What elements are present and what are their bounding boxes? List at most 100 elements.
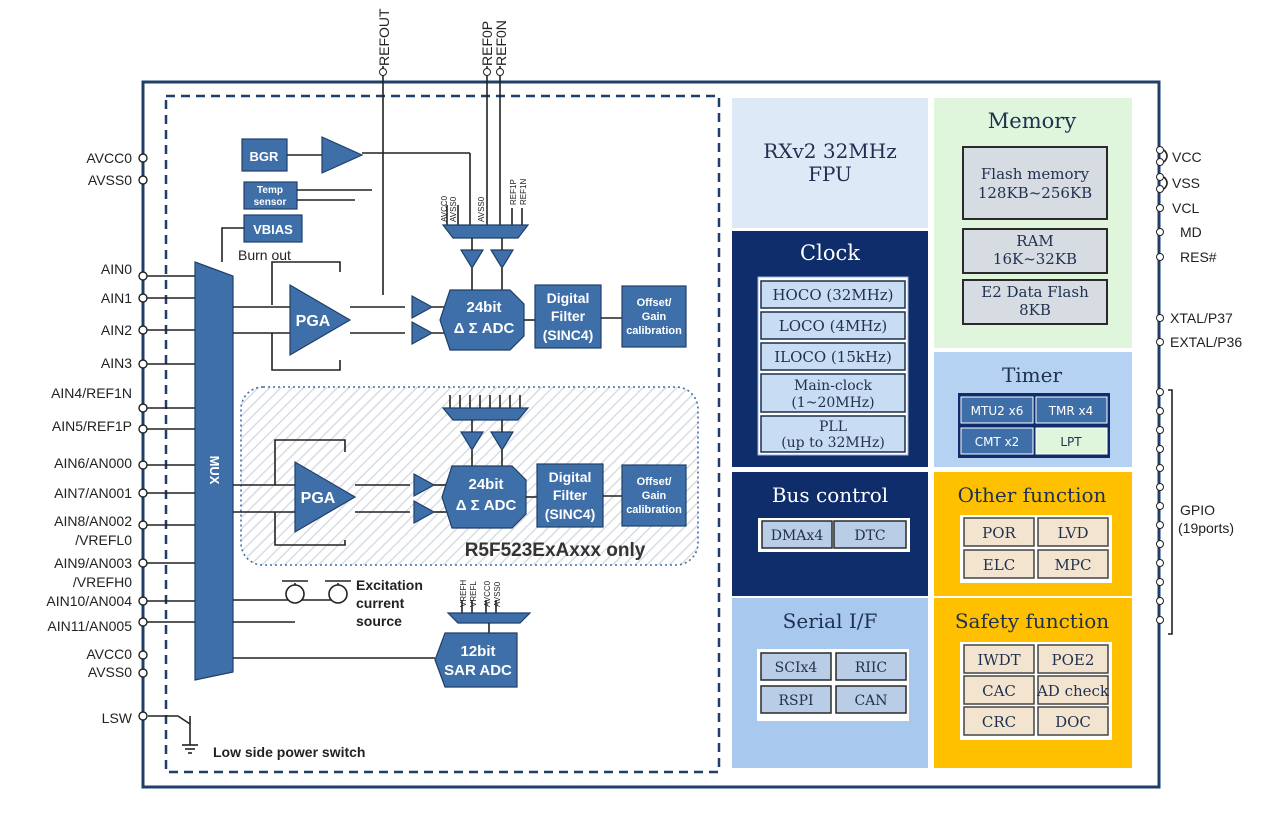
- other-lvd: [1037, 517, 1109, 547]
- safety-cac: [963, 675, 1035, 705]
- svg-text:RSPI: RSPI: [778, 693, 813, 709]
- timer-title: Timer: [1002, 363, 1063, 387]
- vbias-label: VBIAS: [253, 222, 293, 237]
- excitation-source: Excitation current source: [233, 577, 423, 629]
- excitation-l3: source: [356, 613, 402, 629]
- left-pin-label: AIN6/AN000: [54, 455, 132, 471]
- temp-label-1: Temp: [257, 185, 283, 196]
- offset-cal-2: [621, 464, 687, 527]
- clock-title: Clock: [800, 241, 860, 265]
- svg-text:DOC: DOC: [1055, 713, 1091, 731]
- off-1-l1: Offset/: [637, 297, 672, 309]
- sar-adc-group: VREFH VREFL AVCC0 AVSS0: [446, 580, 532, 633]
- left-pin-label: AIN3: [101, 355, 132, 371]
- pga-2-label: PGA: [301, 490, 336, 507]
- lsw-switch: Low side power switch: [148, 715, 365, 760]
- ref-buffer-a1: [459, 249, 485, 270]
- adc-24-2: [441, 465, 527, 529]
- svg-text:IWDT: IWDT: [977, 651, 1020, 669]
- svg-text:ILOCO (15kHz): ILOCO (15kHz): [774, 348, 892, 366]
- svg-text:REF1N: REF1N: [519, 179, 528, 205]
- left-pin-label: AIN1: [101, 290, 132, 306]
- svg-text:LPT: LPT: [1060, 435, 1082, 449]
- svg-text:TMR x4: TMR x4: [1048, 404, 1094, 418]
- svg-text:(1~20MHz): (1~20MHz): [791, 395, 874, 411]
- svg-text:POE2: POE2: [1052, 651, 1095, 669]
- serial-riic: [835, 652, 907, 681]
- clock-main: [760, 373, 906, 413]
- clock-loco: [760, 311, 906, 340]
- svg-text:VREFL: VREFL: [469, 581, 478, 607]
- bus-title: Bus control: [772, 483, 888, 507]
- pin-terminal: [138, 650, 148, 660]
- excitation-l1: Excitation: [356, 577, 423, 593]
- pin-res: RES#: [1180, 249, 1217, 265]
- svg-text:LOCO (4MHz): LOCO (4MHz): [779, 317, 887, 335]
- left-pin-label: AIN10/AN004: [46, 593, 132, 609]
- left-pin-label: AIN11/AN005: [47, 618, 132, 634]
- pin-ref0n: REF0N: [493, 20, 509, 66]
- left-pin-label: LSW: [102, 710, 133, 726]
- safety-adcheck: [1037, 675, 1109, 705]
- other-elc: [963, 549, 1035, 579]
- clock-pll: [760, 415, 906, 453]
- df-2-l3: (SINC4): [545, 506, 596, 522]
- timer-mtu2: [960, 396, 1034, 424]
- pin-terminal: [138, 153, 148, 163]
- cpu-block: [732, 98, 928, 228]
- mux-label: MUX: [207, 456, 222, 485]
- burn-out-label: Burn out: [238, 247, 291, 263]
- svg-text:Flash memory: Flash memory: [981, 165, 1090, 183]
- svg-text:AVSS0: AVSS0: [493, 581, 502, 607]
- ref-labels-a: AVCC0 AVSS0 AVSS0 REF1P REF1N: [440, 179, 528, 222]
- other-por: [963, 517, 1035, 547]
- svg-text:REF1P: REF1P: [509, 179, 518, 205]
- pin-vss: VSS: [1172, 175, 1200, 191]
- safety-poe2: [1037, 644, 1109, 674]
- pin-xtal: XTAL/P37: [1170, 310, 1233, 326]
- memory-flash: [962, 146, 1108, 220]
- memory-title: Memory: [988, 109, 1077, 133]
- svg-text:AVCC0: AVCC0: [440, 195, 449, 222]
- gpio-terminal: [1156, 502, 1164, 510]
- pga-2: [294, 460, 357, 534]
- pin-terminal: [138, 325, 148, 335]
- pin-terminal: [138, 293, 148, 303]
- gpio-terminal: [1156, 426, 1164, 434]
- left-pin-label: AIN0: [101, 261, 132, 277]
- pin-terminal: [138, 424, 148, 434]
- pin-refout: REFOUT: [376, 8, 392, 66]
- svg-text:ELC: ELC: [983, 556, 1015, 574]
- pin-md: MD: [1180, 224, 1202, 240]
- chip-outline: [141, 80, 1161, 789]
- safety-crc: [963, 706, 1035, 736]
- gpio-terminal: [1156, 388, 1164, 396]
- safety-doc: [1037, 706, 1109, 736]
- pin-terminal: [138, 359, 148, 369]
- df-1-l2: Filter: [551, 308, 586, 324]
- left-pin-label: AIN5/REF1P: [52, 418, 132, 434]
- svg-text:AVSS0: AVSS0: [477, 196, 486, 222]
- lsw-label: Low side power switch: [213, 744, 365, 760]
- svg-text:PLL: PLL: [819, 419, 847, 435]
- adc-24-2-l2: Δ Σ ADC: [456, 497, 517, 514]
- left-pin-label: AIN8/AN002: [54, 513, 132, 529]
- variant-label: R5F523ExAxxx only: [465, 540, 646, 561]
- svg-text:RAM: RAM: [1016, 232, 1054, 250]
- mux: [194, 261, 234, 681]
- serial-rspi: [760, 685, 832, 714]
- pin-ref0p: REF0P: [479, 21, 495, 66]
- pin-terminal: [138, 558, 148, 568]
- adc-24-1-l2: Δ Σ ADC: [454, 320, 515, 337]
- input-buffer-1a: [411, 294, 434, 320]
- svg-text:(up to 32MHz): (up to 32MHz): [781, 435, 885, 451]
- left-pin-label: AVSS0: [88, 664, 132, 680]
- svg-text:CAN: CAN: [854, 693, 887, 709]
- left-pin-label: AIN7/AN001: [54, 485, 132, 501]
- cpu-l2: FPU: [808, 162, 852, 186]
- svg-text:CAC: CAC: [982, 682, 1016, 700]
- pin-terminal: [138, 403, 148, 413]
- input-buffer-1b: [411, 320, 434, 346]
- df-1-l3: (SINC4): [543, 327, 594, 343]
